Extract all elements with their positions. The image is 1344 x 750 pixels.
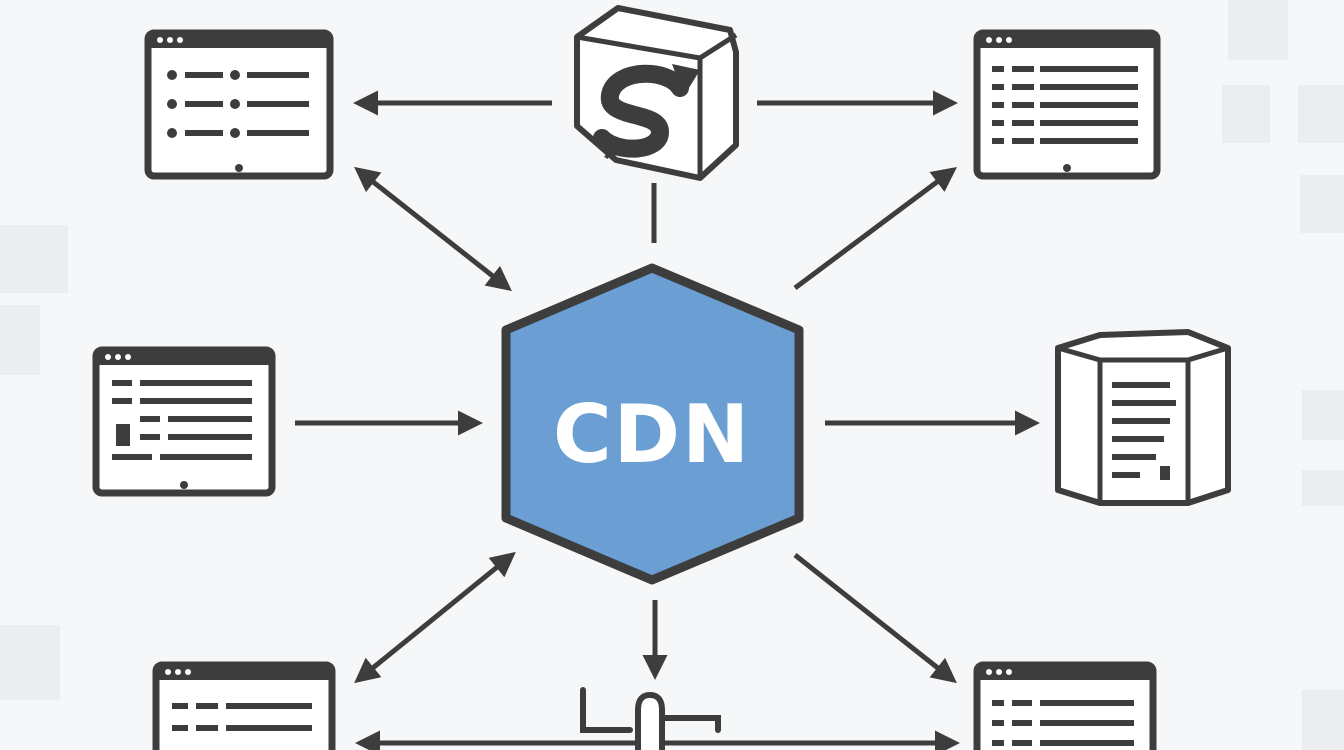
browser-window-icon [144, 29, 334, 180]
arrow-bottom-left-cdn [354, 551, 516, 684]
arrow-cdn-to-top-right [793, 167, 958, 291]
browser-window-icon [152, 661, 336, 750]
browser-window-icon [92, 346, 276, 497]
cdn-hexagon [501, 263, 804, 585]
browser-window-icon [973, 29, 1161, 180]
browser-window-icon [973, 661, 1157, 750]
pipe-connector-icon [580, 687, 721, 750]
cdn-label: CDN [553, 388, 751, 481]
s-logo-cube-icon [574, 5, 739, 181]
arrow-top-left-cdn [354, 166, 512, 292]
server-box-icon [1055, 329, 1231, 506]
cdn-node: CDN [501, 263, 804, 585]
connections [295, 90, 1040, 750]
arrow-cdn-to-bottom-right [793, 553, 957, 684]
